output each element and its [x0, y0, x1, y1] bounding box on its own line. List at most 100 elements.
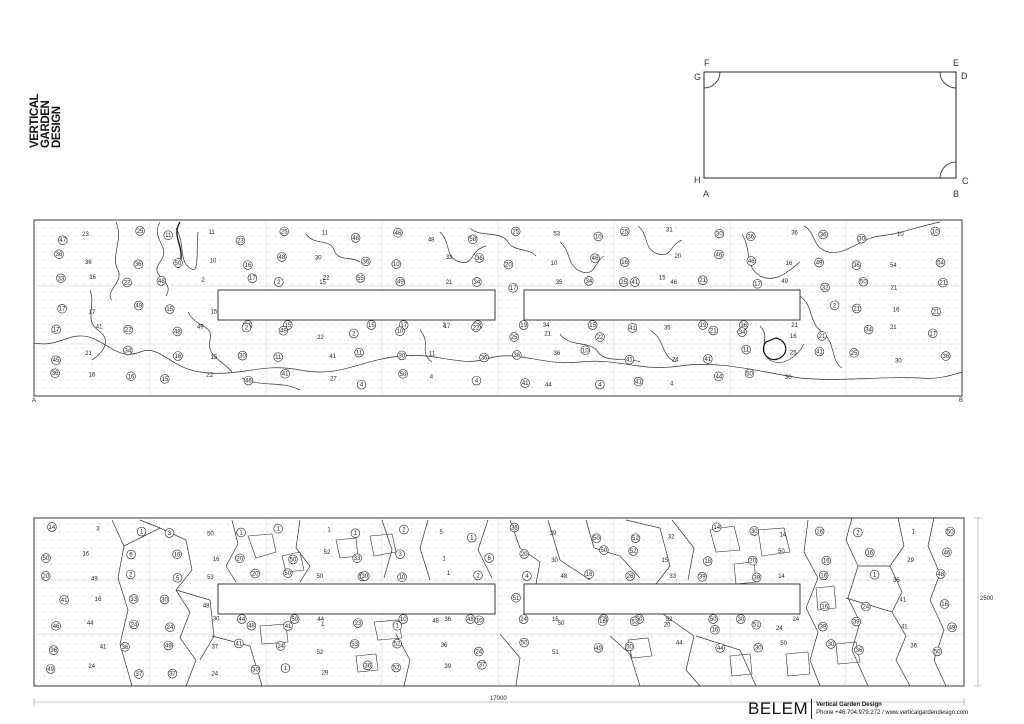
upper-label-ring: [135, 226, 145, 236]
upper-plant-code: 21: [891, 285, 898, 291]
lower-plant-code: 44: [317, 617, 324, 623]
lower-label-ring: [584, 569, 594, 579]
lower-label-ring: [59, 595, 69, 605]
upper-label-ring: [508, 283, 518, 293]
upper-plant-code: 36: [363, 259, 370, 265]
lower-label-ring: [392, 621, 403, 631]
upper-plant-code: 21: [819, 334, 826, 340]
company-info: Vertical Garden Design Phone +46.704.979…: [816, 701, 968, 717]
upper-plant-code: 34: [543, 323, 550, 329]
lower-label-ring: [165, 622, 175, 632]
upper-label-ring: [50, 368, 60, 378]
lower-plant-code: 2: [476, 573, 480, 579]
upper-plant-code: 48: [279, 255, 286, 261]
lower-label-ring: [234, 638, 244, 649]
lower-plant-code: 36: [441, 643, 448, 649]
lower-plant-code: 29: [322, 670, 329, 676]
lower-label-ring: [236, 527, 246, 538]
upper-plant-code: 30: [895, 358, 902, 364]
upper-plant-code: 46: [245, 379, 252, 385]
lower-label-ring: [41, 571, 51, 581]
lower-plant-code: 16: [816, 529, 823, 535]
upper-plant-code: 41: [635, 380, 642, 386]
lower-label-ring: [477, 660, 487, 670]
lower-label-ring: [629, 616, 640, 627]
upper-label-ring: [472, 277, 482, 287]
lower-plant-code: 53: [351, 642, 358, 648]
lower-plant-code: 37: [479, 663, 486, 669]
upper-plant-code: 16: [893, 307, 900, 313]
upper-plant-code: 44: [545, 383, 552, 389]
upper-label-ring: [714, 371, 724, 382]
upper-label-ring: [123, 324, 133, 335]
lower-plant-code: 24: [475, 650, 482, 656]
upper-plant-code: 2: [442, 323, 446, 329]
lower-label-ring: [712, 522, 722, 532]
upper-label-ring: [849, 348, 859, 358]
lower-plant-code: 24: [520, 617, 527, 623]
lower-plant-code: 3: [398, 552, 402, 558]
upper-plant-code: 17: [53, 327, 60, 333]
upper-plant-code: 10: [595, 234, 602, 240]
upper-plant-code: 21: [940, 281, 947, 287]
upper-plant-code: 54: [890, 263, 897, 269]
lower-label-ring: [624, 641, 635, 652]
lower-label-ring: [511, 593, 521, 603]
upper-label-ring: [928, 328, 938, 338]
upper-label-ring: [633, 376, 644, 387]
upper-label-ring: [237, 350, 248, 361]
lower-label-ring: [237, 614, 247, 624]
upper-label-ring: [852, 303, 862, 314]
upper-plant-code: 23: [237, 238, 244, 244]
lower-plant-code: 16: [823, 559, 830, 565]
lower-label-ring: [932, 646, 942, 657]
upper-plant-code: 11: [165, 233, 172, 239]
lower-label-ring: [129, 619, 139, 630]
lower-plant-code: 24: [776, 626, 783, 632]
lower-plant-code: 16: [821, 604, 828, 610]
lower-label-ring: [159, 594, 170, 605]
lower-plant-code: 15: [552, 617, 559, 623]
lower-label-ring: [163, 640, 174, 651]
upper-plant-code: 2: [277, 280, 281, 286]
lower-plant-code: 50: [934, 649, 941, 655]
lower-plant-code: 14: [713, 525, 720, 531]
upper-label-ring: [361, 256, 371, 267]
lower-plant-code: 10: [476, 618, 483, 624]
lower-plant-code: 50: [626, 644, 633, 650]
upper-plant-code: 10: [582, 348, 589, 354]
lower-plant-code: 14: [779, 533, 786, 539]
upper-plant-code: 15: [285, 323, 292, 329]
upper-label-ring: [468, 234, 478, 244]
corner-g: G: [694, 72, 701, 82]
upper-label-ring: [595, 379, 605, 390]
upper-label-ring: [746, 231, 756, 242]
lower-plant-code: 53: [207, 575, 214, 581]
lower-plant-code: 30: [755, 646, 762, 652]
upper-label-ring: [746, 256, 756, 266]
lower-plant-code: 24: [792, 617, 799, 623]
lower-plant-code: 24: [862, 605, 869, 611]
upper-plant-code: 30: [716, 232, 723, 238]
upper-label-ring: [241, 322, 252, 333]
lower-label-ring: [474, 615, 484, 625]
upper-plant-code: 27: [330, 376, 337, 382]
upper-plant-code: 46: [748, 259, 755, 265]
upper-plant-code: 4: [475, 379, 479, 385]
upper-plant-code: 44: [715, 374, 722, 380]
upper-plant-code: 49: [135, 304, 142, 310]
lower-label-ring: [519, 549, 529, 559]
project-name: BELEM: [748, 699, 809, 718]
upper-plant-code: 34: [585, 279, 592, 285]
upper-plant-code: 19: [700, 323, 707, 329]
upper-label-ring: [708, 325, 718, 336]
upper-label-ring: [714, 228, 725, 239]
upper-plant-code: 11: [322, 231, 329, 237]
lower-plant-code: 41: [901, 625, 908, 631]
upper-plant-code: 49: [197, 325, 204, 331]
lower-plant-code: 50: [558, 621, 565, 627]
upper-label-ring: [619, 257, 630, 267]
lower-plant-code: 50: [207, 532, 214, 538]
lower-plant-code: 14: [49, 525, 56, 531]
upper-label-ring: [354, 347, 364, 358]
